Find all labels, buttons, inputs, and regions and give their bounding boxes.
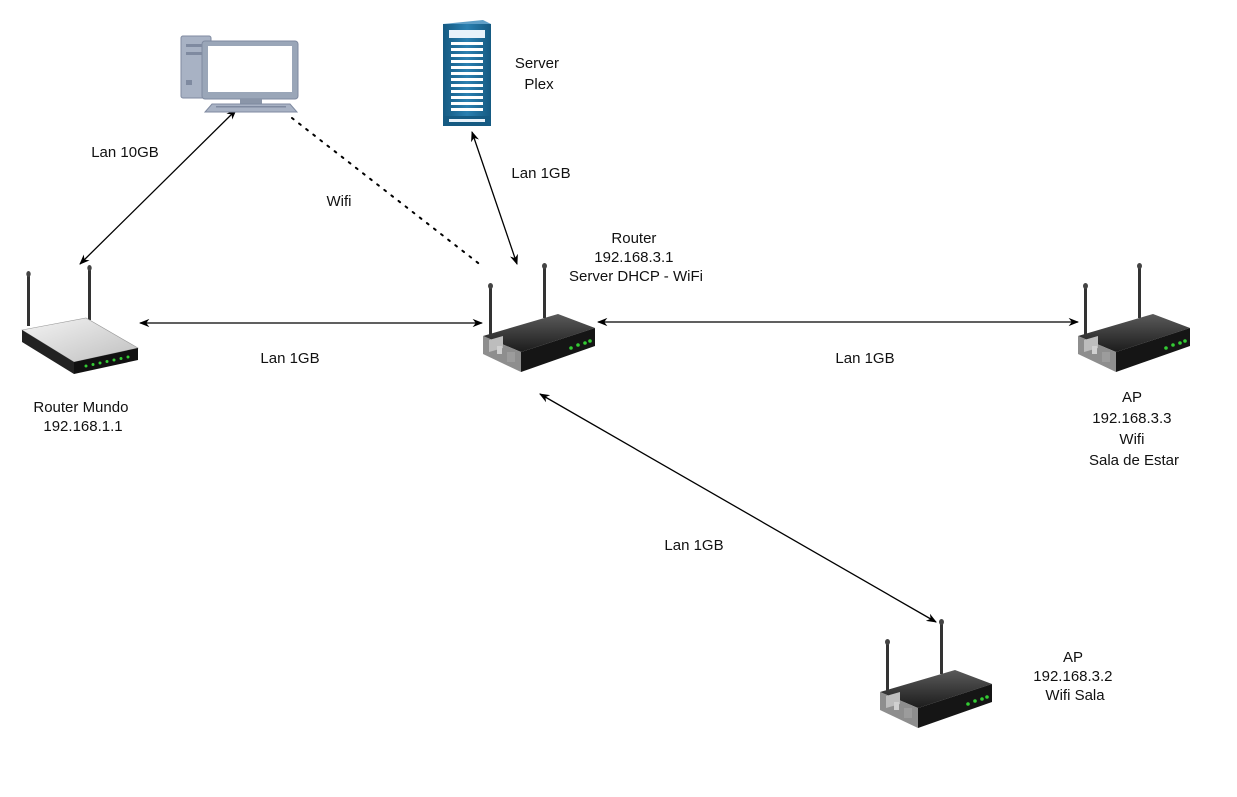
- link-server-router: [471, 131, 518, 265]
- wireless-router-icon: [21, 265, 139, 374]
- ap-sala-label-line: AP: [1063, 649, 1083, 666]
- ap-sala-label-line: 192.168.3.2: [1033, 668, 1112, 685]
- server-label: Server Plex: [515, 55, 563, 93]
- ap-sala-label: AP 192.168.3.2 Wifi Sala: [1033, 649, 1116, 704]
- ap-sala-label-line: Wifi Sala: [1045, 687, 1105, 704]
- link-label-router-ap-estar: Lan 1GB: [835, 350, 894, 367]
- link-label-router-mundo-router: Lan 1GB: [260, 350, 319, 367]
- link-router-ap-sala: [539, 393, 937, 623]
- ap-estar-label-line: Wifi: [1119, 431, 1144, 448]
- server-tower-icon: [443, 20, 491, 126]
- server-label-line: Plex: [524, 76, 554, 93]
- ap-estar-label-line: Sala de Estar: [1089, 452, 1179, 469]
- link-label-server-router: Lan 1GB: [511, 165, 570, 182]
- link-label-pc-wifi: Wifi: [327, 193, 352, 210]
- router-mundo-label: Router Mundo 192.168.1.1: [33, 399, 132, 435]
- router-main-label: Router 192.168.3.1 Server DHCP - WiFi: [569, 230, 703, 285]
- ap-estar-label-line: AP: [1122, 389, 1142, 406]
- links: [79, 109, 1080, 623]
- link-label-router-ap-sala: Lan 1GB: [664, 537, 723, 554]
- desktop-computer-icon: [180, 35, 299, 113]
- wireless-router-icon: [1078, 263, 1190, 372]
- router-main-label-line: Server DHCP - WiFi: [569, 268, 703, 285]
- router-main-label-line: Router: [611, 230, 656, 247]
- wireless-router-icon: [880, 619, 992, 728]
- link-pc-router-wifi: [291, 117, 483, 267]
- link-pc-router-mundo: [79, 109, 237, 265]
- link-label-pc-router-mundo: Lan 10GB: [91, 144, 159, 161]
- router-main-label-line: 192.168.3.1: [594, 249, 673, 266]
- ap-estar-label-line: 192.168.3.3: [1092, 410, 1171, 427]
- router-mundo-label-line: Router Mundo: [33, 399, 128, 416]
- router-mundo-label-line: 192.168.1.1: [43, 418, 122, 435]
- server-label-line: Server: [515, 55, 559, 72]
- ap-estar-label: AP 192.168.3.3 Wifi Sala de Estar: [1089, 389, 1179, 469]
